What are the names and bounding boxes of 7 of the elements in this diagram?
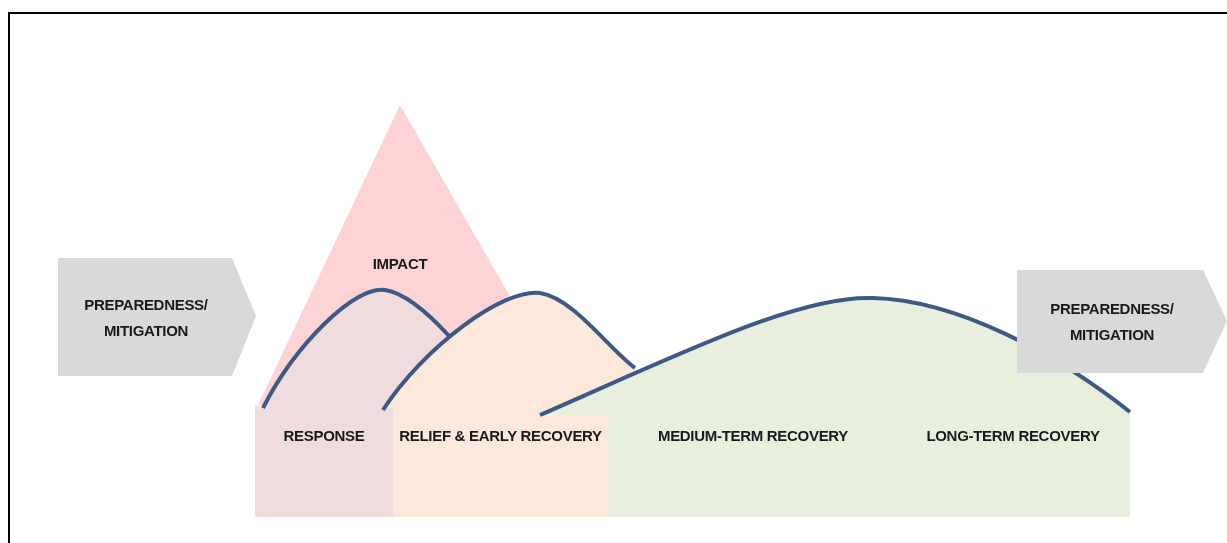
phase-label: MEDIUM-TERM RECOVERY (656, 426, 850, 446)
phase-label: RESPONSE (282, 426, 366, 446)
phase-label: PREPAREDNESS/ MITIGATION (83, 295, 209, 341)
phase-label: PREPAREDNESS/ MITIGATION (1049, 299, 1175, 345)
phase-label: LONG-TERM RECOVERY (925, 426, 1101, 446)
phase-label: RELIEF & EARLY RECOVERY (398, 426, 603, 446)
phase-label: IMPACT (371, 254, 429, 274)
